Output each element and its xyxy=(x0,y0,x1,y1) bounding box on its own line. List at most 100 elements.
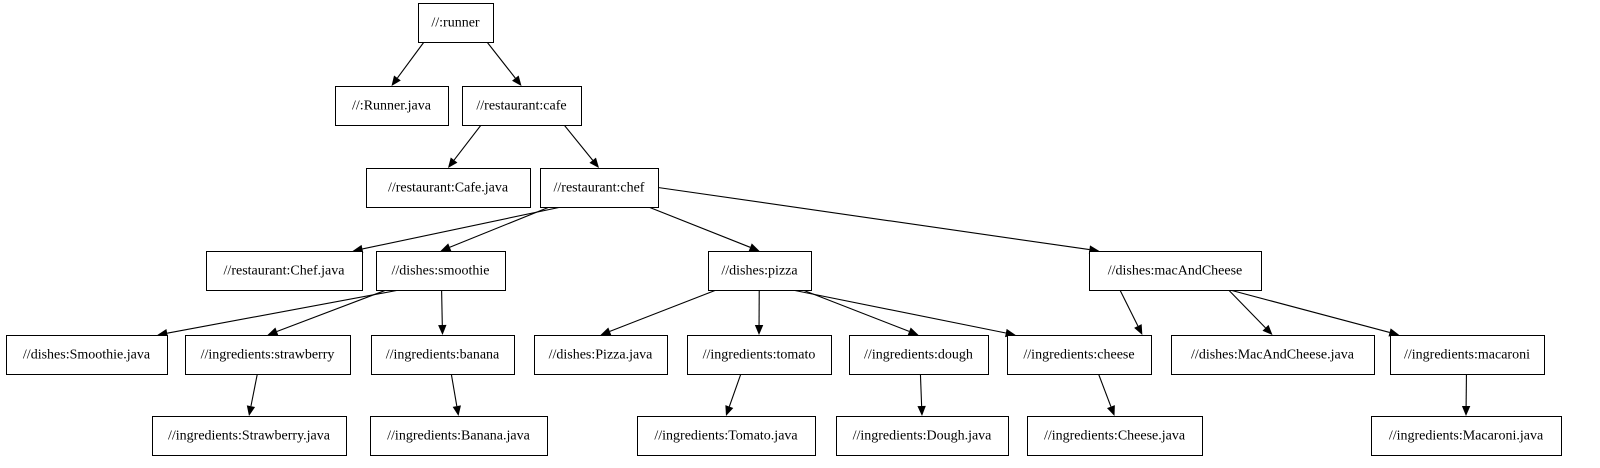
node-label-dishes_smoothie: //dishes:smoothie xyxy=(392,264,490,279)
graph-node-smoothie_java[interactable]: //dishes:Smoothie.java xyxy=(6,335,168,375)
graph-node-restaurant_chef[interactable]: //restaurant:chef xyxy=(540,168,659,208)
graph-node-pizza_java[interactable]: //dishes:Pizza.java xyxy=(534,335,668,375)
edge-dishes_pizza-to-ing_cheese xyxy=(792,289,1006,334)
node-box-ing_strawberry[interactable] xyxy=(185,335,351,375)
arrowhead-dishes_pizza-to-ing_tomato xyxy=(754,324,764,335)
edge-restaurant_cafe-to-restaurant_chef xyxy=(563,124,594,161)
graph-node-ing_tomato[interactable]: //ingredients:tomato xyxy=(687,335,832,375)
arrowhead-dishes_smoothie-to-ing_strawberry xyxy=(267,327,279,336)
graph-node-dishes_smoothie[interactable]: //dishes:smoothie xyxy=(376,251,506,291)
node-label-cheese_java: //ingredients:Cheese.java xyxy=(1044,429,1186,444)
graph-node-macandcheese_java[interactable]: //dishes:MacAndCheese.java xyxy=(1171,335,1375,375)
node-label-dishes_pizza: //dishes:pizza xyxy=(721,264,798,279)
edge-dishes_smoothie-to-smoothie_java xyxy=(167,289,400,334)
edge-dishes_smoothie-to-ing_banana xyxy=(441,289,443,326)
graph-node-runner[interactable]: //:runner xyxy=(418,3,494,43)
node-label-macaroni_java: //ingredients:Macaroni.java xyxy=(1389,429,1544,444)
arrowhead-dishes_macandchee-to-ing_cheese xyxy=(1134,324,1143,335)
edge-ing_strawberry-to-strawberry_java xyxy=(250,373,258,407)
node-label-chef_java: //restaurant:Chef.java xyxy=(224,264,346,279)
node-box-cheese_java[interactable] xyxy=(1027,416,1203,456)
graph-node-dough_java[interactable]: //ingredients:Dough.java xyxy=(836,416,1009,456)
graph-node-ing_banana[interactable]: //ingredients:banana xyxy=(371,335,515,375)
arrowhead-restaurant_cafe-to-cafe_java xyxy=(448,157,458,168)
edge-restaurant_chef-to-dishes_macandchee xyxy=(657,186,1090,251)
node-box-runner_java[interactable] xyxy=(335,86,449,126)
graph-node-cafe_java[interactable]: //restaurant:Cafe.java xyxy=(366,168,531,208)
node-label-tomato_java: //ingredients:Tomato.java xyxy=(654,429,798,444)
graph-node-ing_cheese[interactable]: //ingredients:cheese xyxy=(1007,335,1152,375)
arrowhead-dishes_smoothie-to-ing_banana xyxy=(438,324,447,335)
node-label-smoothie_java: //dishes:Smoothie.java xyxy=(23,348,151,363)
arrowhead-runner-to-restaurant_cafe xyxy=(512,75,522,86)
node-box-cafe_java[interactable] xyxy=(366,168,531,208)
graph-node-tomato_java[interactable]: //ingredients:Tomato.java xyxy=(637,416,816,456)
node-box-chef_java[interactable] xyxy=(206,251,363,291)
arrowhead-dishes_pizza-to-ing_dough xyxy=(907,327,919,336)
node-label-cafe_java: //restaurant:Cafe.java xyxy=(388,181,509,196)
arrowhead-dishes_macandchee-to-macandcheese_java xyxy=(1262,324,1273,335)
node-layer: //:runner //:Runner.java //restaurant:cafe… xyxy=(6,3,1562,456)
node-label-dough_java: //ingredients:Dough.java xyxy=(853,429,993,444)
node-label-runner: //:runner xyxy=(431,16,480,31)
node-box-dishes_macandchee[interactable] xyxy=(1089,251,1262,291)
node-box-dough_java[interactable] xyxy=(836,416,1009,456)
edge-runner-to-runner_java xyxy=(396,41,425,79)
graph-node-runner_java[interactable]: //:Runner.java xyxy=(335,86,449,126)
graph-node-macaroni_java[interactable]: //ingredients:Macaroni.java xyxy=(1371,416,1562,456)
node-box-restaurant_cafe[interactable] xyxy=(462,86,582,126)
edge-dishes_macandchee-to-ing_cheese xyxy=(1119,289,1139,327)
node-box-restaurant_chef[interactable] xyxy=(540,168,659,208)
arrowhead-ing_strawberry-to-strawberry_java xyxy=(246,405,256,416)
node-label-ing_cheese: //ingredients:cheese xyxy=(1023,348,1134,363)
node-box-banana_java[interactable] xyxy=(370,416,548,456)
node-box-ing_banana[interactable] xyxy=(371,335,515,375)
arrowhead-dishes_macandchee-to-ing_macaroni xyxy=(1388,328,1400,337)
node-box-pizza_java[interactable] xyxy=(534,335,668,375)
node-label-ing_tomato: //ingredients:tomato xyxy=(703,348,816,363)
graph-node-ing_strawberry[interactable]: //ingredients:strawberry xyxy=(185,335,351,375)
node-box-dishes_smoothie[interactable] xyxy=(376,251,506,291)
arrowhead-ing_dough-to-dough_java xyxy=(917,405,926,416)
node-box-runner[interactable] xyxy=(418,3,494,43)
graph-node-banana_java[interactable]: //ingredients:Banana.java xyxy=(370,416,548,456)
edge-dishes_pizza-to-ing_dough xyxy=(802,289,910,332)
node-box-ing_dough[interactable] xyxy=(849,335,989,375)
graph-node-chef_java[interactable]: //restaurant:Chef.java xyxy=(206,251,363,291)
node-box-ing_cheese[interactable] xyxy=(1007,335,1152,375)
graph-node-ing_macaroni[interactable]: //ingredients:macaroni xyxy=(1390,335,1545,375)
node-box-smoothie_java[interactable] xyxy=(6,335,168,375)
node-box-ing_macaroni[interactable] xyxy=(1390,335,1545,375)
edge-dishes_macandchee-to-macandcheese_java xyxy=(1228,289,1266,329)
node-label-restaurant_cafe: //restaurant:cafe xyxy=(476,99,566,114)
node-label-dishes_macandchee: //dishes:macAndCheese xyxy=(1108,264,1243,279)
node-box-macaroni_java[interactable] xyxy=(1371,416,1562,456)
arrowhead-ing_cheese-to-cheese_java xyxy=(1107,405,1115,416)
arrowhead-restaurant_chef-to-dishes_pizza xyxy=(748,243,760,252)
edge-runner-to-restaurant_cafe xyxy=(486,41,516,79)
node-label-runner_java: //:Runner.java xyxy=(352,99,432,114)
node-box-dishes_pizza[interactable] xyxy=(708,251,812,291)
edge-ing_dough-to-dough_java xyxy=(919,373,923,407)
arrowhead-ing_macaroni-to-macaroni_java xyxy=(1461,405,1471,416)
graph-node-dishes_macandchee[interactable]: //dishes:macAndCheese xyxy=(1089,251,1262,291)
arrowhead-ing_banana-to-banana_java xyxy=(452,405,461,416)
graph-node-dishes_pizza[interactable]: //dishes:pizza xyxy=(708,251,812,291)
graph-node-restaurant_cafe[interactable]: //restaurant:cafe xyxy=(462,86,582,126)
node-box-tomato_java[interactable] xyxy=(637,416,816,456)
graph-node-cheese_java[interactable]: //ingredients:Cheese.java xyxy=(1027,416,1203,456)
edge-dishes_macandchee-to-ing_macaroni xyxy=(1229,289,1390,333)
edge-restaurant_cafe-to-cafe_java xyxy=(453,124,482,161)
node-label-strawberry_java: //ingredients:Strawberry.java xyxy=(168,429,331,444)
edge-restaurant_chef-to-dishes_pizza xyxy=(648,206,751,248)
node-box-strawberry_java[interactable] xyxy=(152,416,347,456)
edge-dishes_pizza-to-pizza_java xyxy=(609,289,717,332)
edge-ing_tomato-to-tomato_java xyxy=(728,373,742,407)
node-box-ing_tomato[interactable] xyxy=(687,335,832,375)
node-box-macandcheese_java[interactable] xyxy=(1171,335,1375,375)
graph-node-strawberry_java[interactable]: //ingredients:Strawberry.java xyxy=(152,416,347,456)
node-label-ing_macaroni: //ingredients:macaroni xyxy=(1404,348,1530,363)
graph-node-ing_dough[interactable]: //ingredients:dough xyxy=(849,335,989,375)
node-label-ing_strawberry: //ingredients:strawberry xyxy=(201,348,335,363)
